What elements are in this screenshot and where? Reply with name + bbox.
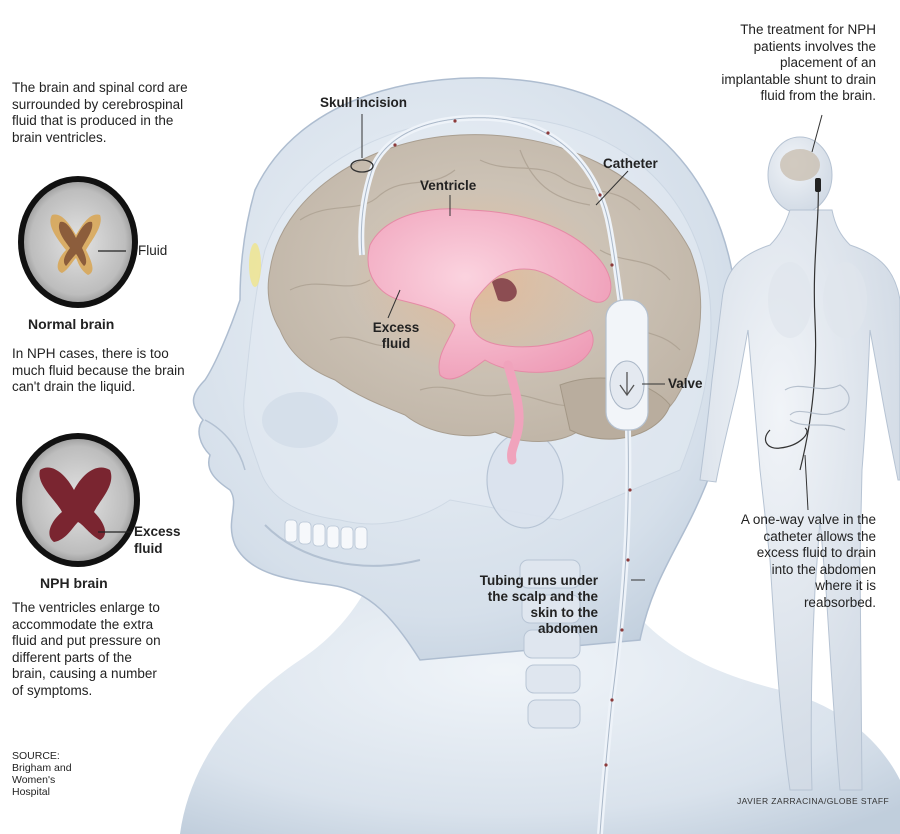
- normal-brain-title: Normal brain: [28, 316, 115, 332]
- excess-fluid-label: Excess fluid: [372, 320, 420, 351]
- tubing-label: Tubing runs under the scalp and the skin…: [479, 573, 598, 636]
- head-illustration: [180, 77, 900, 834]
- intro-text: The brain and spinal cord are surrounded…: [12, 80, 188, 145]
- catheter-label: Catheter: [603, 156, 658, 171]
- nph-brain-scan: [16, 433, 140, 567]
- nph-brain-title: NPH brain: [40, 575, 108, 591]
- nph-excess-label: Excess fluid: [134, 524, 181, 556]
- skull-incision-label: Skull incision: [320, 95, 408, 110]
- normal-brain-scan: [18, 176, 138, 308]
- normal-fluid-label: Fluid: [138, 243, 168, 258]
- leader-lines: [361, 114, 823, 581]
- nph-brain-description: The ventricles enlarge to accommodate th…: [12, 600, 161, 698]
- treatment-text: The treatment for NPH patients involves …: [721, 22, 876, 103]
- body-figure: [699, 136, 900, 791]
- valve-label: Valve: [668, 376, 703, 391]
- valve-description: A one-way valve in the catheter allows t…: [740, 512, 876, 610]
- source-credit: SOURCE: Brigham and Women's Hospital: [12, 750, 72, 798]
- ventricle-label: Ventricle: [420, 178, 477, 193]
- artist-credit: JAVIER ZARRACINA/GLOBE STAFF: [737, 796, 890, 806]
- normal-brain-description: In NPH cases, there is too much fluid be…: [12, 346, 185, 394]
